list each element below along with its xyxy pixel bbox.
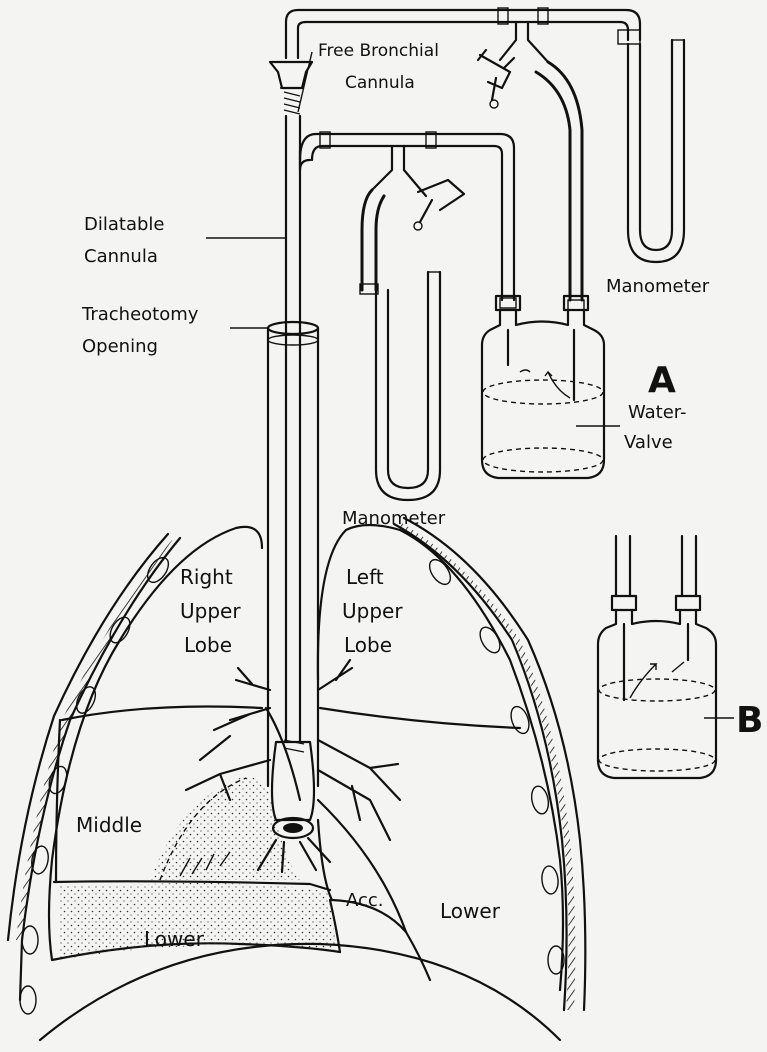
label-free-bronchial: Free Bronchial (318, 41, 439, 61)
label-lower-lobe-left: Lower (440, 899, 501, 923)
label-lower-lobe-right: Lower (144, 927, 205, 951)
stopcock-middle (414, 180, 464, 230)
label-accessory-lobe: Acc. (346, 890, 384, 911)
label-right-upper-lobe-1: Right (180, 565, 233, 589)
label-right-upper-lobe-2: Upper (180, 599, 241, 623)
water-valve-bottle-b (598, 536, 734, 778)
stopcock-top (478, 50, 514, 108)
water-valve-bottle-a (482, 296, 604, 478)
label-water-valve-2: Valve (624, 432, 673, 453)
manometer-mid-u-tube (376, 272, 440, 500)
label-free-bronchial-cannula: Cannula (345, 73, 415, 93)
label-right-upper-lobe-3: Lobe (184, 633, 232, 657)
label-dilatable-cannula: Cannula (84, 246, 158, 267)
label-middle-lobe: Middle (76, 813, 142, 837)
label-left-upper-lobe-3: Lobe (344, 633, 392, 657)
diaphragm (40, 944, 560, 1040)
label-tracheotomy-opening: Opening (82, 336, 158, 357)
chest-wall-right (394, 518, 585, 1010)
label-panel-a: A (648, 360, 676, 401)
label-manometer-mid: Manometer (342, 508, 446, 529)
cannula-system (268, 62, 318, 838)
label-left-upper-lobe-2: Upper (342, 599, 403, 623)
label-manometer-top: Manometer (606, 276, 710, 297)
label-dilatable: Dilatable (84, 214, 164, 235)
labels: Free Bronchial Cannula Dilatable Cannula… (76, 41, 763, 951)
label-water-valve: Water- (628, 402, 687, 423)
manometer-top-u-tube (628, 40, 684, 262)
label-panel-b: B (736, 700, 763, 741)
label-left-upper-lobe-1: Left (346, 565, 384, 589)
middle-tubing (300, 132, 516, 500)
label-tracheotomy: Tracheotomy (81, 304, 199, 325)
